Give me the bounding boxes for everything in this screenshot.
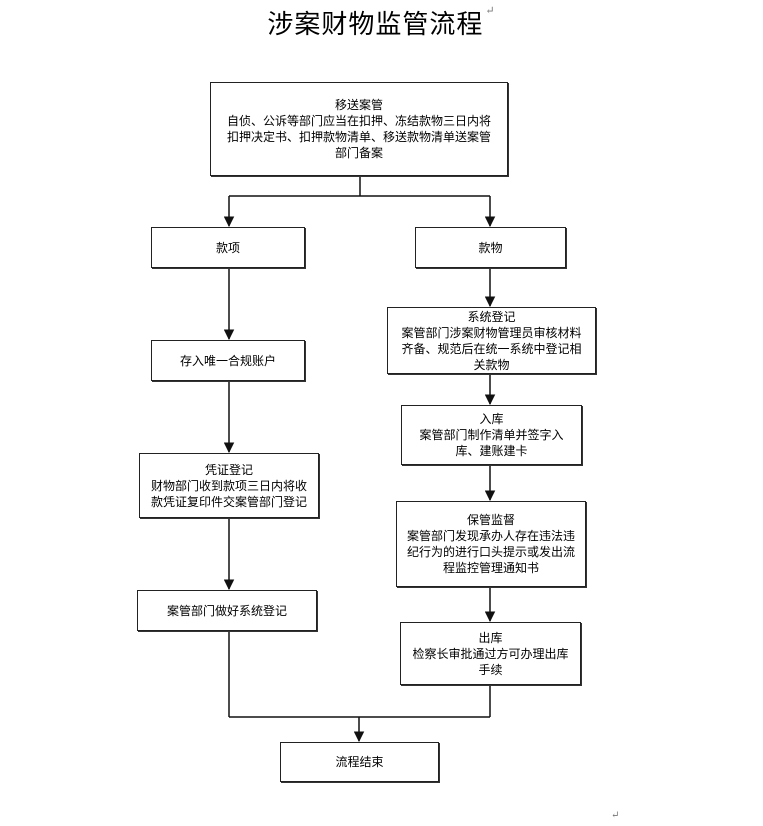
node-text: 库、建账建卡 [455, 444, 528, 458]
node-case-system-registration: 案管部门做好系统登记 [137, 590, 317, 631]
node-text: 手续 [478, 662, 503, 677]
node-transfer-to-case-management: 移送案管 自侦、公诉等部门应当在扣押、冻结款物三日内将 扣押决定书、扣押款物清单… [210, 82, 508, 176]
node-text: 款凭证复印件交案管部门登记 [150, 494, 307, 509]
node-process-end: 流程结束 [280, 742, 439, 782]
title-text: 涉案财物监管流程 [267, 10, 484, 40]
node-voucher-registration: 凭证登记 财物部门收到款项三日内将收 款凭证复印件交案管部门登记 [139, 453, 319, 518]
node-label: 流程结束 [335, 755, 384, 769]
node-items: 款物 [415, 227, 566, 268]
node-label: 款物 [478, 240, 503, 255]
node-text: 纪行为的进行口头提示或发出流 [406, 545, 575, 559]
node-label: 存入唯一合规账户 [179, 353, 276, 368]
node-system-registration: 系统登记 案管部门涉案财物管理员审核材料 齐备、规范后在统一系统中登记相 关款物 [387, 307, 596, 374]
node-text: 扣押决定书、扣押款物清单、移送款物清单送案管 [226, 130, 491, 144]
node-label: 凭证登记 [204, 462, 253, 477]
node-label: 出库 [478, 630, 503, 645]
node-text: 财物部门收到款项三日内将收 [150, 478, 307, 493]
page-title: 涉案财物监管流程↵ [0, 4, 763, 41]
node-text: 程监控管理通知书 [442, 561, 539, 575]
node-custody-supervision: 保管监督 案管部门发现承办人存在违法违 纪行为的进行口头提示或发出流 程监控管理… [396, 501, 586, 587]
node-text: 自侦、公诉等部门应当在扣押、冻结款物三日内将 [226, 114, 491, 128]
node-text: 案管部门涉案财物管理员审核材料 [401, 325, 582, 340]
node-text: 案管部门发现承办人存在违法违 [406, 529, 575, 543]
node-deposit-account: 存入唯一合规账户 [151, 340, 305, 381]
paragraph-mark-icon: ↵ [485, 4, 496, 17]
node-funds: 款项 [151, 227, 305, 268]
node-label: 保管监督 [466, 513, 515, 527]
node-label: 入库 [479, 412, 504, 426]
end-paragraph-mark-icon: ↵ [611, 810, 620, 821]
node-label: 系统登记 [467, 309, 516, 324]
node-text: 检察长审批通过方可办理出库 [412, 646, 569, 661]
node-text: 案管部门制作清单并签字入 [419, 428, 564, 442]
node-label: 款项 [215, 240, 240, 255]
node-label: 移送案管 [334, 98, 383, 112]
node-storage: 入库 案管部门制作清单并签字入 库、建账建卡 [401, 405, 582, 465]
node-text: 部门备案 [334, 146, 383, 160]
node-text: 关款物 [473, 357, 510, 372]
node-outbound: 出库 检察长审批通过方可办理出库 手续 [400, 622, 581, 685]
node-text: 齐备、规范后在统一系统中登记相 [401, 341, 582, 356]
node-label: 案管部门做好系统登记 [166, 603, 287, 618]
